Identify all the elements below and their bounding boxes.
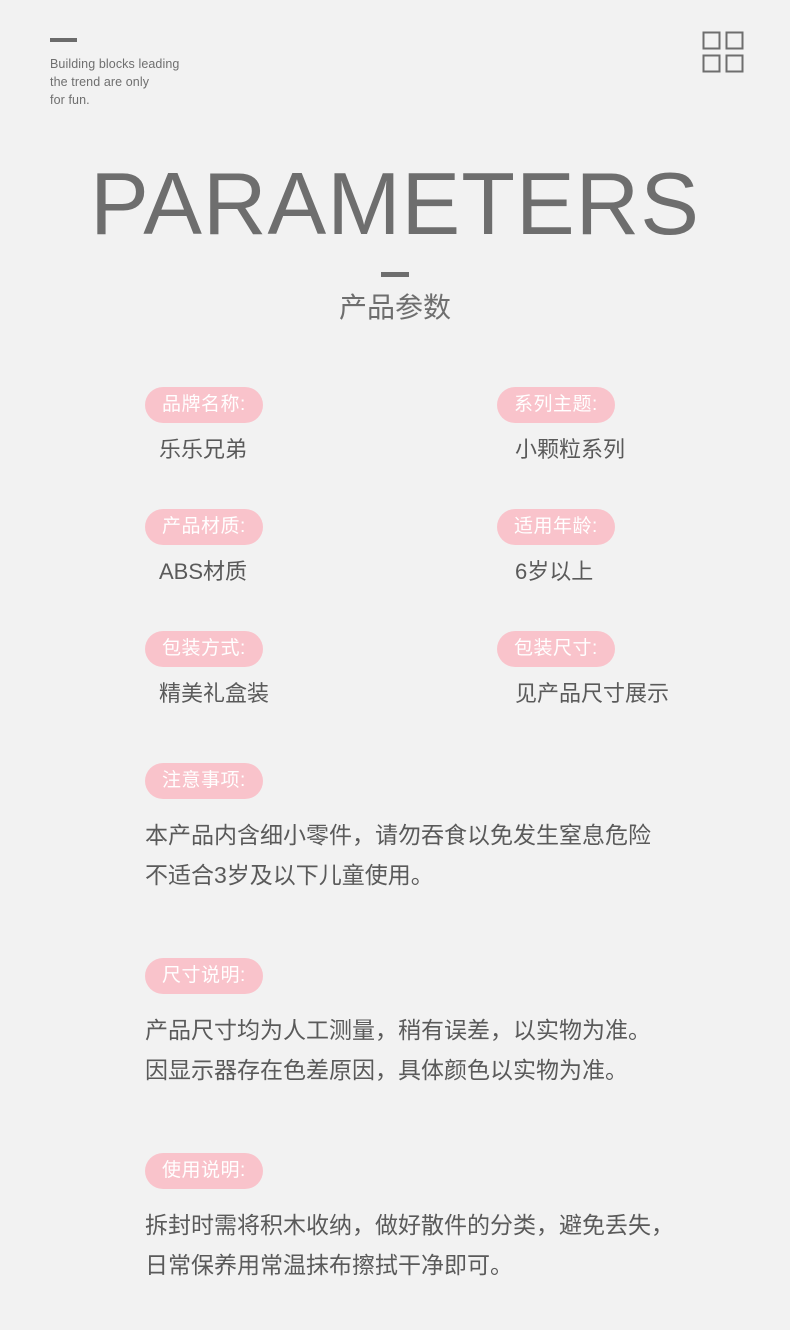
parameter-cell-material: 产品材质: ABS材质 bbox=[145, 509, 263, 587]
parameter-row: 品牌名称: 乐乐兄弟 系列主题: 小颗粒系列 bbox=[145, 387, 740, 509]
parameter-value: 精美礼盒装 bbox=[159, 681, 270, 706]
tagline-line: for fun. bbox=[50, 93, 90, 107]
parameter-cell-package-size: 包装尺寸: 见产品尺寸展示 bbox=[497, 631, 669, 709]
note-line: 日常保养用常温抹布擦拭干净即可。 bbox=[145, 1252, 513, 1278]
page-title: PARAMETERS bbox=[90, 154, 700, 253]
parameter-value: 乐乐兄弟 bbox=[159, 437, 248, 462]
note-line: 因显示器存在色差原因，具体颜色以实物为准。 bbox=[145, 1057, 628, 1083]
note-block-size: 尺寸说明: 产品尺寸均为人工测量，稍有误差，以实物为准。 因显示器存在色差原因，… bbox=[145, 958, 740, 1090]
note-line: 不适合3岁及以下儿童使用。 bbox=[145, 862, 434, 888]
parameter-value: 小颗粒系列 bbox=[515, 437, 626, 462]
note-body: 本产品内含细小零件，请勿吞食以免发生窒息危险 不适合3岁及以下儿童使用。 bbox=[145, 815, 740, 895]
parameter-cell-series: 系列主题: 小颗粒系列 bbox=[497, 387, 625, 465]
parameter-cell-packaging: 包装方式: 精美礼盒装 bbox=[145, 631, 269, 709]
tagline-line: Building blocks leading bbox=[50, 57, 180, 71]
note-line: 本产品内含细小零件，请勿吞食以免发生窒息危险 bbox=[145, 822, 651, 848]
page-subtitle: 产品参数 bbox=[338, 292, 451, 323]
parameter-grid: 品牌名称: 乐乐兄弟 系列主题: 小颗粒系列 产品材质: ABS材质 适用年龄:… bbox=[0, 387, 790, 753]
status-badge: 品牌名称: bbox=[145, 387, 263, 423]
parameter-cell-brand: 品牌名称: 乐乐兄弟 bbox=[145, 387, 263, 465]
four-squares-grid-icon bbox=[702, 31, 744, 73]
note-block-warning: 注意事项: 本产品内含细小零件，请勿吞食以免发生窒息危险 不适合3岁及以下儿童使… bbox=[145, 763, 740, 895]
status-badge: 适用年龄: bbox=[497, 509, 615, 545]
parameter-row: 包装方式: 精美礼盒装 包装尺寸: 见产品尺寸展示 bbox=[145, 631, 740, 753]
title-divider bbox=[381, 272, 409, 277]
note-body: 产品尺寸均为人工测量，稍有误差，以实物为准。 因显示器存在色差原因，具体颜色以实… bbox=[145, 1010, 740, 1090]
status-badge: 尺寸说明: bbox=[145, 958, 263, 994]
page-header: Building blocks leading the trend are on… bbox=[0, 0, 790, 140]
status-badge: 产品材质: bbox=[145, 509, 263, 545]
tagline-line: the trend are only bbox=[50, 75, 150, 89]
status-badge: 包装尺寸: bbox=[497, 631, 615, 667]
dash-mark-icon bbox=[50, 38, 77, 42]
parameter-value: 见产品尺寸展示 bbox=[515, 681, 670, 706]
status-badge: 包装方式: bbox=[145, 631, 263, 667]
parameter-value: 6岁以上 bbox=[515, 559, 594, 584]
note-body: 拆封时需将积木收纳，做好散件的分类，避免丢失， 日常保养用常温抹布擦拭干净即可。 bbox=[145, 1205, 740, 1285]
parameter-row: 产品材质: ABS材质 适用年龄: 6岁以上 bbox=[145, 509, 740, 631]
note-line: 拆封时需将积木收纳，做好散件的分类，避免丢失， bbox=[145, 1212, 674, 1238]
note-block-usage: 使用说明: 拆封时需将积木收纳，做好散件的分类，避免丢失， 日常保养用常温抹布擦… bbox=[145, 1153, 740, 1285]
tagline-text: Building blocks leading the trend are on… bbox=[50, 55, 179, 109]
note-line: 产品尺寸均为人工测量，稍有误差，以实物为准。 bbox=[145, 1017, 651, 1043]
parameter-cell-age: 适用年龄: 6岁以上 bbox=[497, 509, 615, 587]
notes-section: 注意事项: 本产品内含细小零件，请勿吞食以免发生窒息危险 不适合3岁及以下儿童使… bbox=[0, 763, 790, 1285]
title-block: PARAMETERS 产品参数 bbox=[0, 158, 790, 325]
status-badge: 注意事项: bbox=[145, 763, 263, 799]
status-badge: 使用说明: bbox=[145, 1153, 263, 1189]
tagline-block: Building blocks leading the trend are on… bbox=[50, 38, 179, 109]
parameter-value: ABS材质 bbox=[159, 559, 248, 584]
status-badge: 系列主题: bbox=[497, 387, 615, 423]
